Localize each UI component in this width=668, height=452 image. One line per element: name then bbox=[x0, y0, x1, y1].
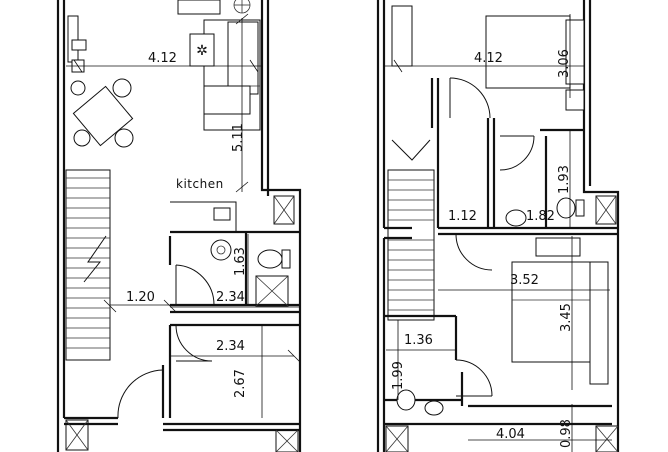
dim-left-bath-depth: 1.63 bbox=[233, 247, 248, 276]
top-armchair bbox=[177, 0, 221, 15]
dim-wc-width: 1.36 bbox=[404, 333, 433, 348]
basin-icon bbox=[424, 400, 444, 416]
dim-left-room-width: 2.34 bbox=[216, 339, 245, 354]
left-dimensions bbox=[66, 13, 301, 418]
right-floor-plan: 4.12 3.06 1.93 1.12 1.82 3.52 3.45 1.36 … bbox=[376, 0, 620, 452]
shower-icon bbox=[255, 275, 289, 307]
tv-unit bbox=[67, 15, 79, 63]
left-furniture: ✲ bbox=[67, 0, 261, 148]
bed-1 bbox=[485, 15, 571, 89]
left-walls bbox=[56, 0, 302, 452]
toilet-icon bbox=[257, 249, 283, 269]
room-label-kitchen: kitchen bbox=[176, 177, 224, 191]
dim-left-bath-width: 2.34 bbox=[216, 290, 245, 305]
dim-living-width: 4.12 bbox=[148, 51, 177, 66]
nightstand bbox=[565, 89, 585, 111]
right-doors bbox=[449, 77, 535, 397]
basin-icon bbox=[210, 239, 232, 261]
dim-bed1-depth: 3.06 bbox=[557, 49, 572, 78]
right-staircase bbox=[387, 139, 435, 321]
kitchen-sink-icon bbox=[213, 207, 231, 221]
left-floor-plan: ✲ bbox=[56, 0, 302, 452]
left-doors bbox=[117, 264, 215, 419]
dim-right-bath-depth: 1.93 bbox=[557, 165, 572, 194]
left-staircase bbox=[65, 169, 111, 361]
plant-icon: ✲ bbox=[196, 43, 208, 59]
dim-balcony-width: 4.04 bbox=[496, 427, 525, 442]
left-bath-fixtures bbox=[210, 207, 291, 307]
dining-set bbox=[70, 78, 134, 148]
dim-stair-width: 1.20 bbox=[126, 290, 155, 305]
nightstand bbox=[535, 237, 581, 257]
dim-living-depth: 5.11 bbox=[231, 123, 246, 152]
toilet-icon bbox=[556, 197, 576, 219]
dim-right-hall-width: 1.12 bbox=[448, 209, 477, 224]
right-walls bbox=[376, 0, 620, 452]
basin-icon bbox=[505, 209, 527, 227]
dim-balcony-depth: 0.98 bbox=[559, 419, 574, 448]
bed-2 bbox=[511, 261, 593, 363]
toilet-icon bbox=[396, 389, 416, 411]
dim-left-room-depth: 2.67 bbox=[233, 369, 248, 398]
dim-right-bath-width: 1.82 bbox=[526, 209, 555, 224]
dim-bed1-width: 4.12 bbox=[474, 51, 503, 66]
dim-bed2-depth: 3.45 bbox=[559, 303, 574, 332]
right-dimensions bbox=[384, 14, 612, 452]
right-furniture bbox=[396, 15, 609, 416]
dim-bed2-width: 3.52 bbox=[510, 273, 539, 288]
dim-wc-depth: 1.99 bbox=[391, 361, 406, 390]
